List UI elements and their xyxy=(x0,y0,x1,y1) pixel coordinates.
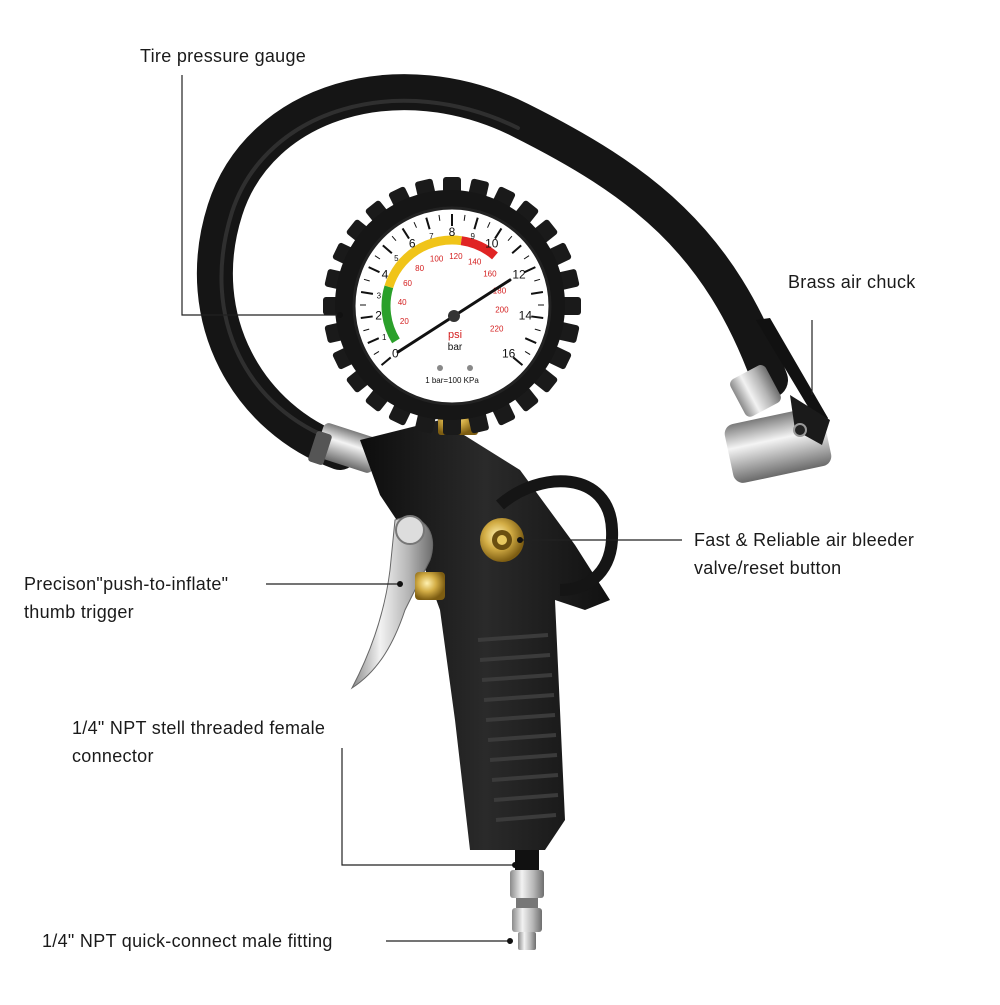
psi-tick-label: 100 xyxy=(430,254,444,263)
callout-thumb-trigger: Precison"push-to-inflate" thumb trigger xyxy=(24,570,228,626)
callout-fitting-text: 1/4" NPT quick-connect male fitting xyxy=(42,927,333,955)
bar-tick-label: 1 xyxy=(382,333,387,342)
callout-trigger-line1: Precison"push-to-inflate" xyxy=(24,570,228,598)
callout-chuck-text: Brass air chuck xyxy=(788,268,916,296)
psi-tick-label: 40 xyxy=(398,298,407,307)
psi-tick-label: 80 xyxy=(415,264,424,273)
bar-tick-label: 0 xyxy=(392,347,399,361)
thumb-trigger-drawing xyxy=(352,516,445,688)
bar-tick-label: 12 xyxy=(512,268,526,282)
callout-connector-line1: 1/4" NPT stell threaded female xyxy=(72,714,325,742)
callout-female-connector: 1/4" NPT stell threaded female connector xyxy=(72,714,325,770)
callout-bleeder-valve: Fast & Reliable air bleeder valve/reset … xyxy=(694,526,914,582)
callout-brass-air-chuck: Brass air chuck xyxy=(788,268,916,296)
bar-tick-label: 16 xyxy=(502,347,516,361)
psi-tick-label: 220 xyxy=(490,324,504,333)
psi-tick-label: 60 xyxy=(403,279,412,288)
callout-gauge-text: Tire pressure gauge xyxy=(140,42,306,70)
bar-unit-label: bar xyxy=(448,342,463,353)
bar-tick-label: 4 xyxy=(382,268,389,282)
bar-tick-label: 7 xyxy=(429,232,434,241)
callout-tire-pressure-gauge: Tire pressure gauge xyxy=(140,42,306,70)
psi-tick-label: 160 xyxy=(483,269,497,278)
callout-male-fitting: 1/4" NPT quick-connect male fitting xyxy=(42,927,333,955)
bar-tick-label: 8 xyxy=(449,225,456,239)
psi-tick-label: 140 xyxy=(468,257,482,266)
psi-unit-label: psi xyxy=(448,329,462,341)
conversion-note: 1 bar=100 KPa xyxy=(425,376,479,385)
psi-tick-label: 20 xyxy=(400,317,409,326)
callout-connector-line2: connector xyxy=(72,742,325,770)
psi-tick-label: 120 xyxy=(449,252,463,261)
callout-bleeder-line2: valve/reset button xyxy=(694,554,914,582)
callout-trigger-line2: thumb trigger xyxy=(24,598,228,626)
bar-tick-label: 14 xyxy=(519,309,533,323)
bar-tick-label: 9 xyxy=(470,232,475,241)
bar-tick-label: 5 xyxy=(394,254,399,263)
bar-tick-label: 6 xyxy=(409,237,416,251)
bar-tick-label: 3 xyxy=(377,292,382,301)
bar-tick-label: 2 xyxy=(375,309,382,323)
callout-bleeder-line1: Fast & Reliable air bleeder xyxy=(694,526,914,554)
psi-tick-label: 200 xyxy=(495,306,509,315)
bar-tick-label: 10 xyxy=(485,237,499,251)
